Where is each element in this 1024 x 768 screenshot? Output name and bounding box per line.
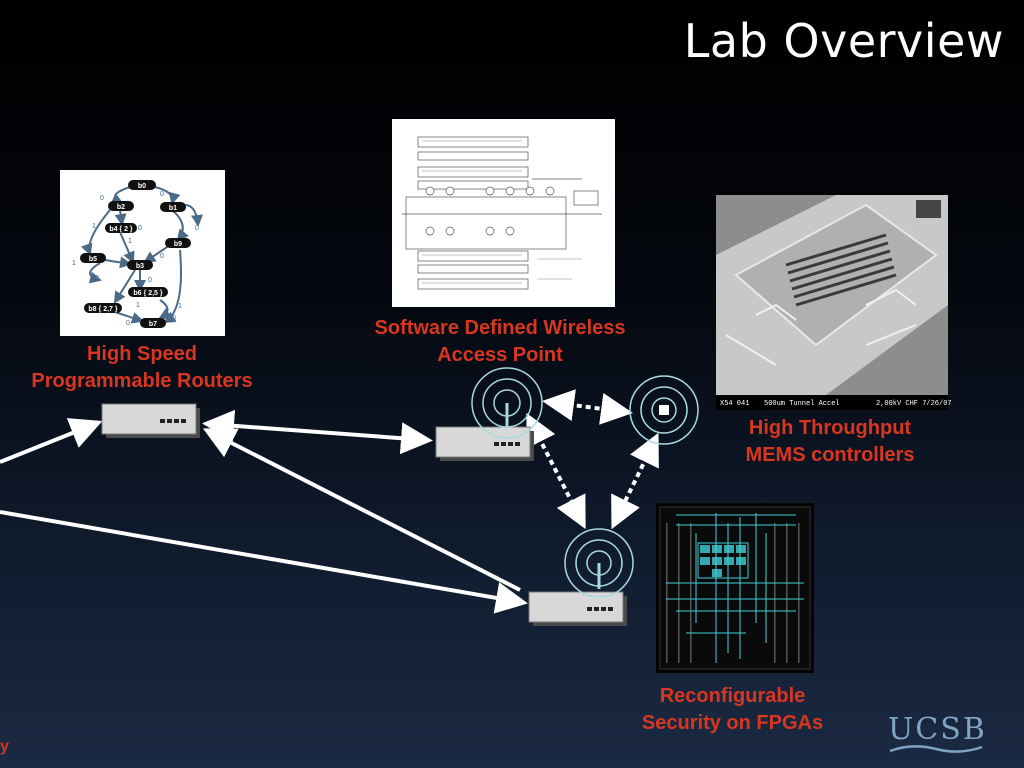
wireless-signal-icon bbox=[564, 528, 634, 598]
wireless-signal-icon bbox=[471, 367, 543, 439]
graph-node bbox=[84, 303, 122, 313]
edge-label: 0 bbox=[160, 191, 164, 198]
dataflow-graph-diagram: b0 b2 b1 b4 { 2 } b9 b5 b3 b6 { 2,5 } b8… bbox=[72, 180, 203, 328]
graph-node bbox=[160, 202, 186, 212]
ucsb-logo: UCSB bbox=[888, 712, 987, 757]
ucsb-logo-text: UCSB bbox=[888, 712, 987, 747]
mems-micrograph: X54 041 500um Tunnel Accel 2,00kV CHF 7/… bbox=[716, 195, 952, 410]
edge-label: 0 bbox=[100, 195, 104, 202]
router-icon[interactable] bbox=[435, 425, 546, 465]
graph-node bbox=[127, 260, 153, 270]
slide-title: Lab Overview bbox=[683, 14, 1004, 68]
edge-label: 1 bbox=[178, 303, 182, 310]
graph-node bbox=[108, 201, 134, 211]
network-link-arrow bbox=[0, 510, 528, 614]
graph-node bbox=[128, 287, 168, 297]
graph-node-label: b1 bbox=[169, 205, 177, 212]
graph-node-label: b5 bbox=[89, 256, 97, 263]
graph-node-label: b0 bbox=[138, 183, 146, 190]
edge-label: 0 bbox=[148, 277, 152, 284]
fpga-label-line-1: Reconfigurable bbox=[659, 685, 806, 707]
edge-label: 0 bbox=[138, 225, 142, 232]
routers-label-line-2: Programmable Routers bbox=[31, 370, 253, 392]
micrograph-caption-left: X54 041 bbox=[720, 400, 749, 408]
edge-label: 0 bbox=[126, 320, 130, 327]
fpga-label-line-2: Security on FPGAs bbox=[641, 712, 824, 734]
wireless-label: Software Defined Wireless Access Point bbox=[350, 315, 650, 369]
wireless-signal-flow-diagram bbox=[402, 136, 602, 290]
edge-label: 0 bbox=[160, 253, 164, 260]
edge-label: 1 bbox=[128, 238, 132, 245]
edge-label: 0 bbox=[95, 275, 99, 282]
wireless-signal-icon bbox=[629, 375, 699, 445]
ucsb-logo-wave bbox=[889, 745, 983, 753]
wireless-link-arrow bbox=[611, 432, 659, 530]
mems-label-line-2: MEMS controllers bbox=[745, 444, 915, 466]
graph-node bbox=[80, 253, 106, 263]
wireless-block-diagram-panel bbox=[392, 119, 615, 307]
fpga-label: Reconfigurable Security on FPGAs bbox=[620, 683, 845, 737]
graph-node-label: b2 bbox=[117, 204, 125, 211]
graph-node-label: b4 { 2 } bbox=[109, 226, 133, 233]
graph-node-label: b7 bbox=[149, 321, 157, 328]
mems-label: High Throughput MEMS controllers bbox=[720, 415, 940, 469]
graph-node bbox=[140, 318, 166, 328]
fpga-layout-image bbox=[656, 503, 814, 673]
router-icon[interactable] bbox=[101, 402, 212, 442]
micrograph-caption-middle: 500um Tunnel Accel bbox=[764, 400, 840, 408]
graph-node-label: b9 bbox=[174, 241, 182, 248]
graph-node-label: b8 { 2,7 } bbox=[88, 306, 117, 313]
fpga-routing-view bbox=[659, 506, 811, 670]
graph-node-label: b6 { 2,5 } bbox=[133, 290, 162, 297]
wireless-label-line-2: Access Point bbox=[437, 344, 563, 366]
graph-node bbox=[105, 223, 137, 233]
mems-sem-image: X54 041 500um Tunnel Accel 2,00kV CHF 7/… bbox=[716, 195, 952, 410]
dataflow-graph-panel: b0 b2 b1 b4 { 2 } b9 b5 b3 b6 { 2,5 } b8… bbox=[60, 170, 225, 336]
edge-label: 1 bbox=[72, 260, 76, 267]
graph-node bbox=[128, 180, 156, 190]
edge-label: 1 bbox=[195, 215, 199, 222]
micrograph-caption-right: 2,00kV CHF 7/26/07 bbox=[876, 400, 952, 408]
edge-label: 0 bbox=[195, 225, 199, 232]
edge-label: 0 bbox=[172, 315, 176, 322]
wireless-link-arrow bbox=[542, 389, 633, 425]
edge-label: 1 bbox=[136, 302, 140, 309]
router-icon[interactable] bbox=[528, 590, 639, 630]
graph-node-label: b3 bbox=[136, 263, 144, 270]
mems-label-line-1: High Throughput bbox=[748, 417, 912, 439]
edge-label: 1 bbox=[92, 223, 96, 230]
cut-off-text: y bbox=[0, 738, 9, 755]
wireless-label-line-1: Software Defined Wireless bbox=[374, 317, 626, 339]
routers-label: High Speed Programmable Routers bbox=[8, 341, 276, 395]
network-link-arrow bbox=[0, 418, 103, 464]
network-link-arrow bbox=[202, 409, 433, 455]
graph-node bbox=[165, 238, 191, 248]
routers-label-line-1: High Speed bbox=[86, 343, 197, 365]
